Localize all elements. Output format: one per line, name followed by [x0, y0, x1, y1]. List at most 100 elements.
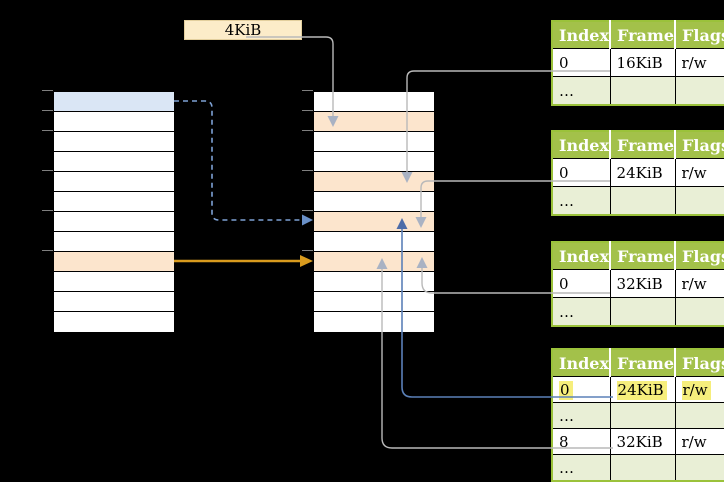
address-tick: [302, 250, 313, 251]
arrow-right-icon: [300, 255, 313, 267]
column-header-flags: Flags: [675, 349, 724, 377]
physical-memory-cell: [314, 232, 434, 252]
physical-memory-cell: [314, 112, 434, 132]
frame-cell: 16KiB: [609, 48, 676, 77]
address-tick: [42, 110, 53, 111]
table-row: 0 24KiB r/w: [551, 158, 724, 187]
physical-memory-cell: [314, 192, 434, 212]
column-header-index: Index: [552, 349, 612, 377]
index-cell: 0: [551, 269, 611, 298]
physical-memory-cell: [314, 312, 434, 332]
column-header-index: Index: [552, 131, 612, 159]
highlighted-value: 24KiB: [616, 380, 667, 400]
index-cell: …: [551, 297, 611, 327]
virtual-memory-cell: [54, 132, 174, 152]
address-tick: [302, 110, 313, 111]
address-tick: [302, 170, 313, 171]
column-header-flags: Flags: [675, 131, 724, 159]
table-row-ellipsis: …: [551, 186, 724, 216]
physical-memory-cell: [314, 292, 434, 312]
virtual-memory-cell: [54, 212, 174, 232]
flags-cell: [674, 454, 724, 482]
frame-cell: 24KiB: [609, 158, 676, 187]
index-cell: 0: [551, 376, 611, 403]
virtual-memory-cell: [54, 232, 174, 252]
address-tick: [42, 90, 53, 91]
index-cell: …: [551, 186, 611, 216]
address-tick: [42, 250, 53, 251]
address-tick: [302, 130, 313, 131]
virtual-translation-arrow: [174, 100, 313, 226]
column-header-frame: Frame: [610, 349, 677, 377]
arrow-right-icon: [302, 214, 313, 226]
index-cell: …: [551, 402, 611, 429]
address-tick: [42, 130, 53, 131]
table-row-ellipsis: …: [551, 76, 724, 106]
address-tick: [302, 90, 313, 91]
virtual-memory-cell: [54, 312, 174, 332]
flags-cell: r/w: [674, 269, 724, 298]
index-cell: 8: [551, 428, 611, 455]
index-cell: …: [551, 454, 611, 482]
page-table-4: Index Frame Flags 0 24KiB r/w … 8 32KiB …: [551, 348, 724, 482]
virtual-memory-array: [53, 91, 175, 333]
column-header-index: Index: [552, 21, 612, 49]
index-cell: …: [551, 76, 611, 106]
table-row: 0 16KiB r/w: [551, 48, 724, 77]
page-table-2: Index Frame Flags 0 24KiB r/w …: [551, 130, 724, 216]
column-header-frame: Frame: [610, 242, 677, 270]
column-header-flags: Flags: [675, 21, 724, 49]
frame-cell: 32KiB: [609, 269, 676, 298]
flags-cell: [674, 76, 724, 106]
frame-cell: 24KiB: [609, 376, 676, 403]
page-table-1: Index Frame Flags 0 16KiB r/w …: [551, 20, 724, 106]
highlighted-value: 0: [559, 380, 573, 400]
flags-cell: [674, 297, 724, 327]
virtual-memory-cell: [54, 172, 174, 192]
index-cell: 0: [551, 48, 611, 77]
flags-cell: r/w: [674, 376, 724, 403]
physical-memory-cell: [314, 132, 434, 152]
address-tick: [42, 170, 53, 171]
column-header-flags: Flags: [675, 242, 724, 270]
physical-memory-cell: [314, 172, 434, 192]
table-row-highlighted: 0 24KiB r/w: [551, 376, 724, 403]
table-row-ellipsis: …: [551, 402, 724, 429]
frame-cell: [609, 402, 676, 429]
physical-memory-cell: [314, 92, 434, 112]
column-header-index: Index: [552, 242, 612, 270]
physical-memory-cell: [314, 152, 434, 172]
flags-cell: [674, 402, 724, 429]
index-cell: 0: [551, 158, 611, 187]
virtual-memory-cell: [54, 292, 174, 312]
column-header-frame: Frame: [610, 131, 677, 159]
frame-cell: [609, 186, 676, 216]
flags-cell: r/w: [674, 158, 724, 187]
flags-cell: r/w: [674, 48, 724, 77]
virtual-memory-cell: [54, 252, 174, 272]
physical-memory-cell: [314, 272, 434, 292]
address-tick: [302, 210, 313, 211]
virtual-memory-cell: [54, 272, 174, 292]
frame-cell: [609, 76, 676, 106]
table-row-ellipsis: …: [551, 297, 724, 327]
page-size-label: 4KiB: [184, 20, 302, 40]
table-row: 8 32KiB r/w: [551, 428, 724, 455]
frame-cell: 32KiB: [609, 428, 676, 455]
column-header-frame: Frame: [610, 21, 677, 49]
identity-translation-arrow: [174, 255, 313, 267]
table-row-ellipsis: …: [551, 454, 724, 482]
physical-memory-cell: [314, 212, 434, 232]
page-table-3: Index Frame Flags 0 32KiB r/w …: [551, 241, 724, 327]
virtual-memory-cell: [54, 192, 174, 212]
flags-cell: r/w: [674, 428, 724, 455]
virtual-memory-cell: [54, 92, 174, 112]
address-tick: [42, 210, 53, 211]
virtual-memory-cell: [54, 112, 174, 132]
frame-cell: [609, 297, 676, 327]
flags-cell: [674, 186, 724, 216]
physical-memory-cell: [314, 252, 434, 272]
highlighted-value: r/w: [681, 380, 711, 400]
virtual-memory-cell: [54, 152, 174, 172]
